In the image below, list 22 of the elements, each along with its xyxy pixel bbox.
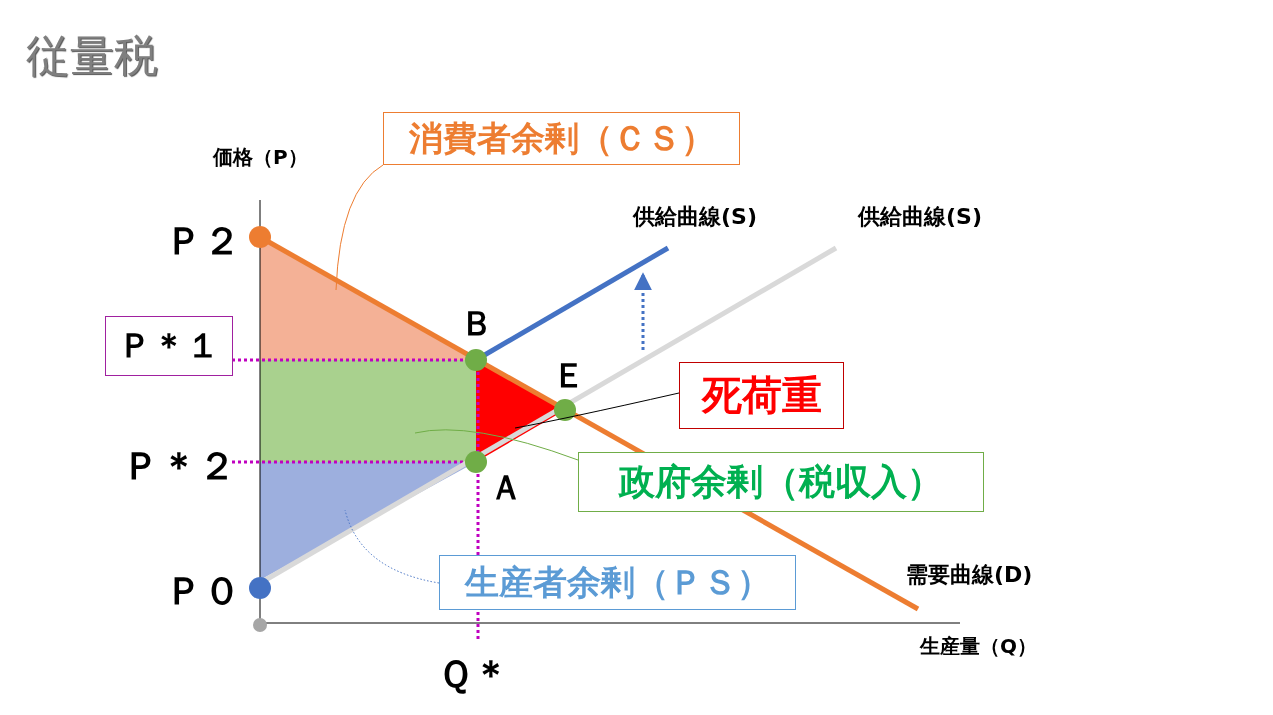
price-label: Ｐ２ [165,222,241,260]
axis-label: 生産量（Q） [920,636,1037,656]
point-label: Ｂ [460,306,494,340]
price-label: Ｐ＊２ [122,447,236,485]
curve-label: 需要曲線(D) [906,564,1033,586]
leader-line [514,392,680,429]
callout-box: 生産者余剰（ＰＳ） [439,555,796,610]
callout-box: 死荷重 [679,362,844,429]
leader-line [414,429,579,461]
point-label: Ａ [489,470,523,504]
leader-line [344,509,440,584]
price-label: Ｐ０ [165,572,241,610]
curve-label: 供給曲線(S) [633,206,757,228]
point-label: Ｅ [552,358,586,392]
quantity-label: Ｑ＊ [437,655,510,693]
curve-label: 供給曲線(S) [858,206,982,228]
leader-line [335,164,384,291]
axis-label: 価格（P） [213,147,308,167]
callout-box: 消費者余剰（ＣＳ） [383,112,740,165]
price-box: Ｐ＊１ [105,316,233,376]
callout-box: 政府余剰（税収入） [578,452,984,512]
title: 従量税 [26,34,158,78]
